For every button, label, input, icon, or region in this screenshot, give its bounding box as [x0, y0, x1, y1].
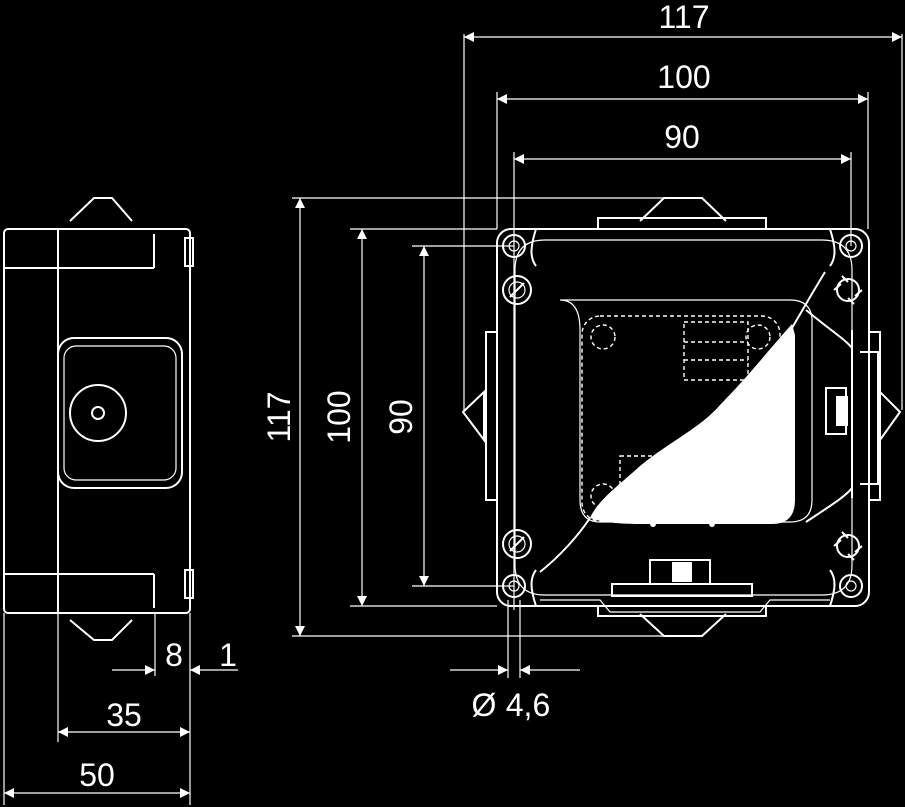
right-mount-ear: [879, 389, 902, 444]
cutaway-dot-2: [787, 442, 793, 448]
dim-label-100-vertical: 100: [321, 390, 357, 443]
side-lid-tab-bottom: [184, 569, 194, 599]
cutaway-curl: [590, 324, 795, 524]
left-lid-tab: [485, 331, 498, 501]
side-cable-entry-circle: [69, 384, 127, 442]
top-lid-tab: [597, 217, 767, 230]
side-cable-entry-center: [91, 406, 105, 420]
mount-hole-bottom-right: [839, 574, 863, 598]
dim-label-hole-diameter: 4,6: [506, 687, 550, 723]
bottom-lid-tab: [597, 605, 767, 617]
side-body-outline: [3, 228, 191, 614]
side-lid-tab-top: [184, 237, 194, 267]
diameter-symbol: Ø: [472, 687, 497, 723]
cutaway-dot-4: [709, 521, 715, 527]
dim-label-117-vertical: 117: [261, 391, 297, 442]
box-corner-contours: [530, 228, 836, 607]
cutaway-dot-1: [787, 385, 793, 391]
right-lid-tab: [868, 331, 881, 501]
dim-label-8: 8: [165, 637, 183, 673]
lid-screw-bottom-left: [502, 529, 532, 559]
box-inner-lip: [514, 239, 853, 596]
box-outline: [496, 228, 870, 607]
lid-screw-bottom-right: [833, 531, 863, 561]
front-view: 117 100 90 117 100 90 Ø 4,6: [261, 0, 903, 723]
dim-label-35: 35: [106, 697, 142, 733]
cutaway-edge-top: [791, 271, 826, 329]
side-view: 8 1 35 50: [3, 197, 238, 805]
side-latch: [805, 309, 879, 523]
side-cable-gland-boss: [57, 337, 183, 489]
hidden-plate-hole-top-left: [590, 324, 616, 350]
dim-label-1: 1: [219, 637, 237, 673]
dim-label-90-horizontal: 90: [664, 119, 700, 155]
dim-label-117-horizontal: 117: [658, 0, 709, 35]
dim-label-90-vertical: 90: [383, 399, 419, 435]
left-mount-ear: [461, 389, 485, 443]
top-mount-ear: [639, 197, 727, 222]
hidden-plate-hole-top-right: [745, 324, 771, 350]
mount-hole-bottom-right-inner: [845, 580, 857, 592]
bottom-mount-ear: [639, 613, 727, 637]
dim-label-50: 50: [79, 757, 115, 793]
side-top-mount-ear: [69, 197, 133, 222]
inner-tray-outline: [559, 299, 813, 523]
lid-screw-top-right: [833, 275, 863, 305]
cutaway-edge-bottom: [539, 517, 591, 573]
bottom-latch: [540, 559, 830, 613]
lid-screw-top-left: [502, 275, 532, 305]
cutaway-dot-3: [650, 521, 656, 527]
side-cable-gland-inner: [63, 345, 177, 481]
side-bottom-mount-ear: [69, 619, 133, 641]
hidden-terminal-block: [683, 321, 749, 381]
dim-label-100-horizontal: 100: [657, 59, 710, 95]
